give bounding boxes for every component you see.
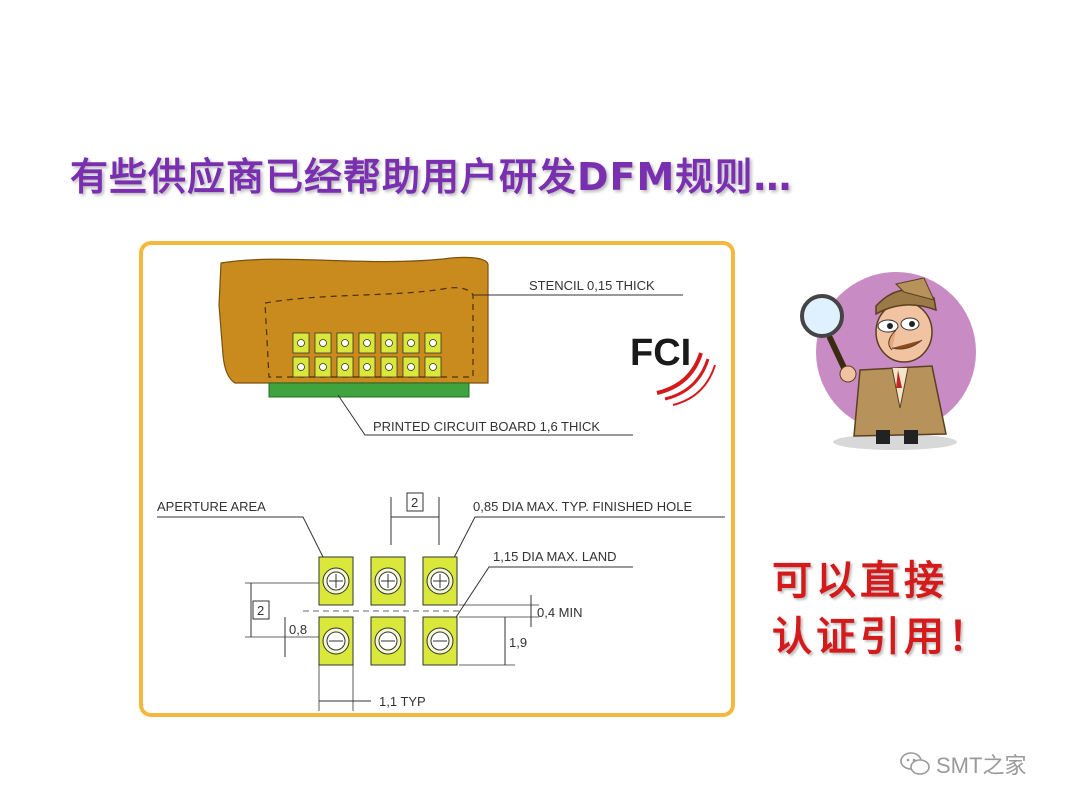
slide-title: 有些供应商已经帮助用户研发DFM规则…: [70, 155, 793, 199]
mini-pad-hole: [363, 363, 371, 371]
mini-pad-hole: [407, 339, 415, 347]
mini-pad-hole: [297, 363, 305, 371]
fci-logo: FCI: [630, 332, 716, 406]
pcb-strip: [268, 382, 470, 398]
pitch-top-label: 2: [411, 495, 418, 510]
land-label: 1,15 DIA MAX. LAND: [493, 549, 617, 564]
dim-08-label: 0,8: [289, 622, 307, 637]
fci-drawing-panel: STENCIL 0,15 THICK PRINTED CIRCUIT BOARD…: [139, 241, 735, 717]
aperture-label: APERTURE AREA: [157, 499, 266, 514]
pcb-label: PRINTED CIRCUIT BOARD 1,6 THICK: [373, 419, 600, 434]
dim-19-label: 1,9: [509, 635, 527, 650]
mini-pad-hole: [363, 339, 371, 347]
side-note-line1: 可以直接: [772, 558, 948, 604]
mini-pad-hole: [319, 339, 327, 347]
dfm-drawing: STENCIL 0,15 THICK PRINTED CIRCUIT BOARD…: [157, 256, 725, 711]
mini-pad-hole: [429, 363, 437, 371]
watermark: SMT之家: [900, 748, 1026, 780]
fci-logo-text: FCI: [630, 332, 691, 374]
pcb-leader: [337, 394, 633, 436]
mini-pad-array: [292, 332, 442, 378]
mini-pad-hole: [341, 363, 349, 371]
pad-detail-drawing: APERTURE AREA 0,85 DIA MAX. TYP. FINISHE…: [157, 492, 725, 711]
dim-04-label: 0,4 MIN: [537, 605, 583, 620]
stencil-label: STENCIL 0,15 THICK: [529, 278, 655, 293]
hole-label: 0,85 DIA MAX. TYP. FINISHED HOLE: [473, 499, 692, 514]
mini-pad-hole: [319, 363, 327, 371]
stencil-dashed-outline: [264, 287, 474, 378]
watermark-text: SMT之家: [936, 753, 1027, 778]
dim-11-label: 1,1 TYP: [379, 694, 426, 709]
wechat-icon: [900, 752, 930, 775]
mini-pad-hole: [429, 339, 437, 347]
pitch-left-label: 2: [257, 603, 264, 618]
mini-pad-hole: [385, 363, 393, 371]
mini-pad-hole: [407, 363, 415, 371]
side-note-line2: 认证引用！: [772, 614, 992, 660]
mini-pad-hole: [341, 339, 349, 347]
stencil-shape: [218, 256, 489, 384]
mini-pad-hole: [385, 339, 393, 347]
detective-illustration: [800, 272, 976, 450]
mini-pad-hole: [297, 339, 305, 347]
pad-grid: [318, 556, 458, 666]
